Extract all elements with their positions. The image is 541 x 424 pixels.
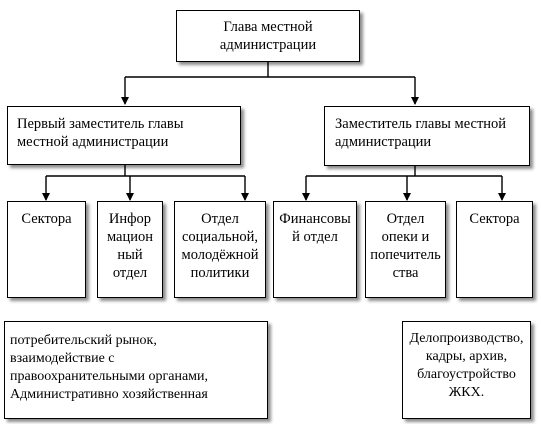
finance-dept-box: Финансовы й отдел — [273, 201, 357, 298]
sectors-left-label: Сектора — [21, 211, 72, 227]
first-deputy-box: Первый заместитель главы местной админис… — [7, 106, 241, 165]
right-detail-box: Делопроизводство, кадры, архив, благоуст… — [402, 321, 531, 419]
info-dept-box: Инфор мацион ный отдел — [97, 201, 163, 298]
left-detail-label: потребительский рынок, взаимодействие с … — [10, 333, 209, 402]
right-detail-label: Делопроизводство, кадры, архив, благоуст… — [409, 331, 524, 400]
head-label: Глава местной администрации — [219, 19, 317, 53]
sectors-right-box: Сектора — [456, 201, 533, 298]
deputy-label: Заместитель главы местной администрации — [335, 116, 507, 150]
info-dept-label: Инфор мацион ный отдел — [106, 211, 154, 281]
social-dept-box: Отдел социальной, молодёжной политики — [174, 201, 266, 298]
social-dept-label: Отдел социальной, молодёжной политики — [181, 211, 259, 281]
sectors-right-label: Сектора — [469, 211, 520, 227]
finance-dept-label: Финансовы й отдел — [279, 211, 351, 245]
left-detail-box: потребительский рынок, взаимодействие с … — [4, 321, 268, 419]
sectors-left-box: Сектора — [7, 201, 86, 298]
deputy-box: Заместитель главы местной администрации — [324, 106, 530, 166]
guardianship-dept-label: Отдел опеки и попечитель ства — [370, 211, 441, 281]
first-deputy-label: Первый заместитель главы местной админис… — [17, 116, 184, 150]
guardianship-dept-box: Отдел опеки и попечитель ства — [365, 201, 446, 298]
head-box: Глава местной администрации — [176, 10, 360, 62]
